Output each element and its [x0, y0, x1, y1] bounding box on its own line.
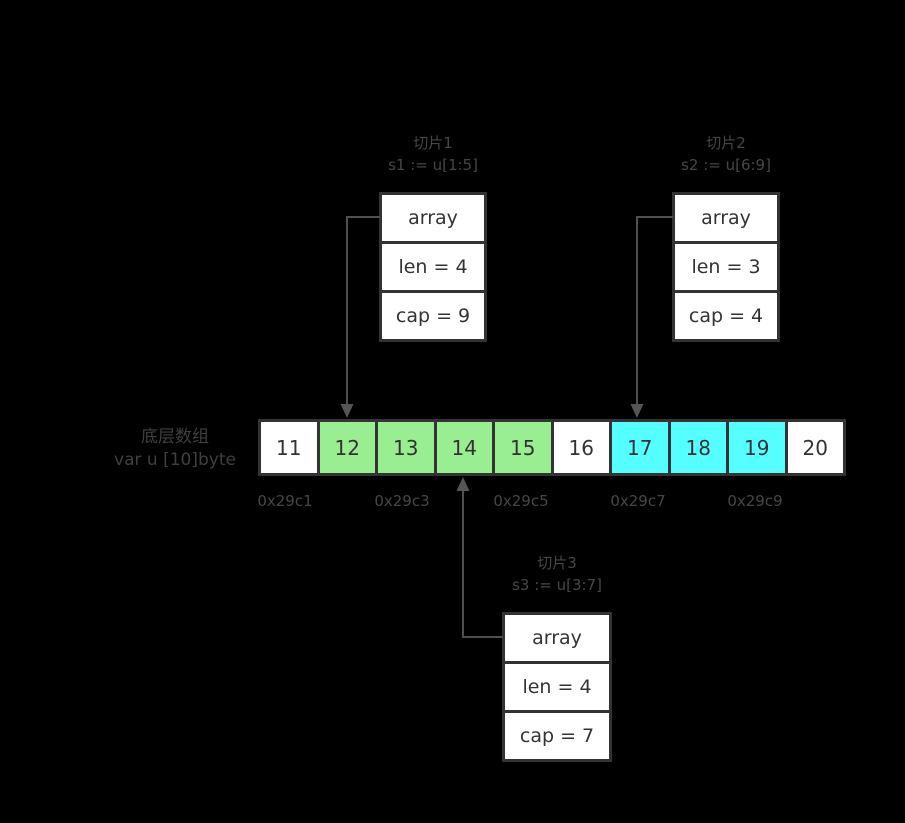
array-cell: 17	[609, 419, 671, 476]
slice3-field-len: len = 4	[502, 661, 612, 713]
slice3-field-array: array	[502, 612, 612, 664]
slice3-field-cap: cap = 7	[502, 710, 612, 762]
underlying-array-label: 底层数组 var u [10]byte	[95, 426, 255, 472]
slice1-struct: array len = 4 cap = 9	[379, 192, 487, 342]
array-cell: 20	[784, 419, 846, 476]
slice3-caption: 切片3 s3 := u[3:7]	[447, 552, 667, 596]
array-cell: 19	[726, 419, 788, 476]
slice1-field-array: array	[379, 192, 487, 244]
slice3-expr: s3 := u[3:7]	[512, 576, 602, 594]
slice2-caption: 切片2 s2 := u[6:9]	[616, 132, 836, 176]
array-label-line1: 底层数组	[141, 427, 209, 447]
array-cell: 13	[375, 419, 437, 476]
slice1-field-len: len = 4	[379, 241, 487, 293]
array-cell: 12	[316, 419, 378, 476]
slice1-caption: 切片1 s1 := u[1:5]	[323, 132, 543, 176]
array-cell: 18	[667, 419, 729, 476]
address-label: 0x29c3	[374, 492, 430, 510]
slice3-struct: array len = 4 cap = 7	[502, 612, 612, 762]
slice1-title: 切片1	[413, 134, 453, 152]
slice2-field-array: array	[672, 192, 780, 244]
slice2-expr: s2 := u[6:9]	[681, 156, 771, 174]
array-cell: 16	[550, 419, 612, 476]
array-cell: 15	[492, 419, 554, 476]
address-label: 0x29c7	[610, 492, 666, 510]
arrow-s1-to-cell12	[340, 216, 380, 418]
array-cell: 14	[433, 419, 495, 476]
slice1-field-cap: cap = 9	[379, 290, 487, 342]
array-cell: 11	[258, 419, 320, 476]
address-label: 0x29c5	[493, 492, 549, 510]
address-label: 0x29c9	[727, 492, 783, 510]
slice2-title: 切片2	[706, 134, 746, 152]
array-label-line2: var u [10]byte	[114, 450, 236, 470]
slice1-expr: s1 := u[1:5]	[388, 156, 478, 174]
arrow-s2-to-cell17	[630, 216, 673, 418]
slice3-title: 切片3	[537, 554, 577, 572]
underlying-array: 11 12 13 14 15 16 17 18 19 20	[258, 419, 846, 476]
slice2-field-cap: cap = 4	[672, 290, 780, 342]
slice2-struct: array len = 3 cap = 4	[672, 192, 780, 342]
slice2-field-len: len = 3	[672, 241, 780, 293]
address-label: 0x29c1	[257, 492, 313, 510]
